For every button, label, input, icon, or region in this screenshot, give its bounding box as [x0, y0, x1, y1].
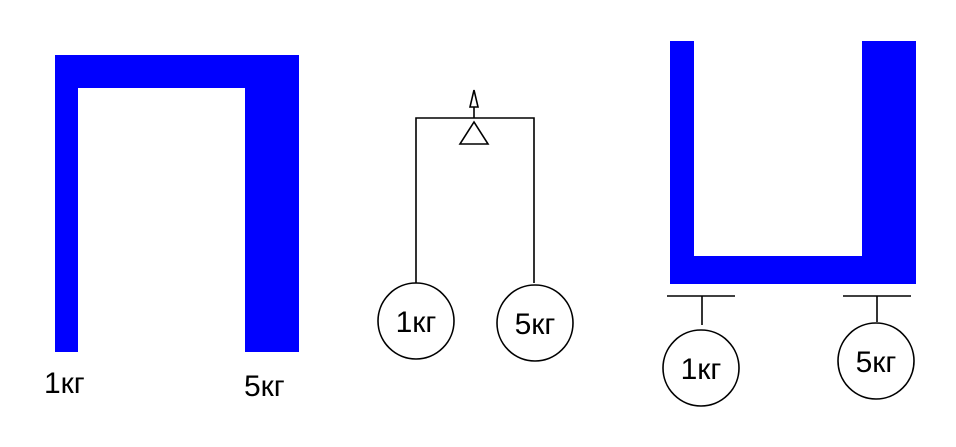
figure-1-right-label: 5кг [244, 370, 285, 403]
weight-left [377, 282, 455, 360]
u-weight-right-label: 5кг [856, 346, 897, 379]
balance-frame [415, 117, 535, 283]
figure-1-left-label: 1кг [44, 367, 85, 400]
weight-right [496, 284, 574, 362]
pivot-arrow-icon [468, 89, 480, 108]
inverted-u-beam [55, 55, 299, 352]
u-weight-right [837, 322, 915, 400]
u-weight-left-label: 1кг [681, 353, 722, 386]
figure-3-u-shape: 1кг 5кг [662, 41, 916, 407]
u-beam [670, 41, 916, 284]
weight-left-label: 1кг [396, 306, 437, 339]
figure-2-balance: 1кг 5кг [377, 89, 574, 362]
weight-right-label: 5кг [515, 308, 556, 341]
figure-1-inverted-u: 1кг 5кг [44, 55, 299, 403]
u-weight-left [662, 329, 740, 407]
pivot-triangle-icon [458, 120, 490, 145]
